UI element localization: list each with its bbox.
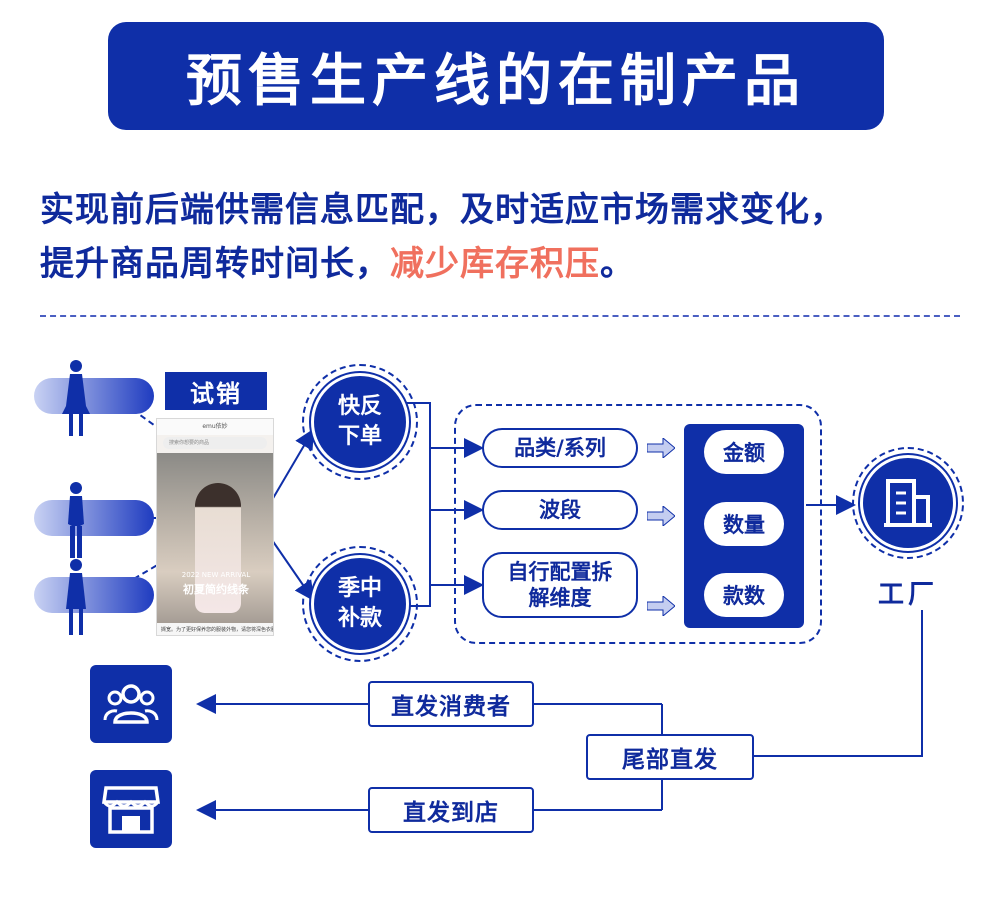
users-icon — [103, 684, 159, 724]
quick-response-label: 快反下单 — [337, 394, 382, 449]
factory-ring — [852, 447, 964, 559]
trial-label: 试销 — [165, 372, 267, 410]
metric-style-count: 款数 — [704, 573, 784, 617]
line-factory-tail — [752, 610, 923, 757]
dashed-divider — [40, 315, 960, 317]
quick-node-ring — [302, 364, 418, 480]
intro-line-1: 实现前后端供需信息匹配，及时适应市场需求变化， — [40, 190, 845, 230]
season-node-ring — [302, 546, 418, 662]
phone-search: 搜索你想要的商品 — [163, 437, 267, 449]
title-banner: 预售生产线的在制产品 — [108, 22, 884, 130]
product-photo: 2022 NEW ARRIVAL 初夏简约线条 — [157, 453, 273, 623]
block-arrow-icon — [647, 438, 675, 458]
store-destination — [90, 770, 172, 848]
direct-consumer-box: 直发消费者 — [368, 681, 534, 727]
phone-screenshot: emu依妙 搜索你想要的商品 2022 NEW ARRIVAL 初夏简约线条 撷… — [156, 418, 274, 636]
block-arrow-icon — [647, 506, 675, 526]
dashed-arrow-person-3 — [107, 537, 204, 595]
dimension-category: 品类/系列 — [482, 428, 638, 468]
consumer-silhouette-3 — [34, 559, 154, 635]
block-arrow-icon — [647, 596, 675, 616]
factory-node — [860, 455, 956, 551]
direct-store-box: 直发到店 — [368, 787, 534, 833]
bracket-nodes — [406, 402, 431, 607]
season-restock-label: 季中补款 — [337, 576, 382, 631]
intro-text: 实现前后端供需信息匹配，及时适应市场需求变化， 提升商品周转时间长，减少库存积压… — [40, 183, 980, 291]
phone-header: emu依妙 — [157, 419, 273, 435]
woman-silhouette-icon — [66, 559, 86, 635]
building-icon — [884, 479, 932, 527]
consumer-silhouette-2 — [34, 482, 154, 558]
intro-line-2: 提升商品周转时间长，减少库存积压。 — [40, 237, 980, 291]
dimension-wave: 波段 — [482, 490, 638, 530]
page-title: 预售生产线的在制产品 — [186, 48, 806, 114]
intro-highlight: 减少库存积压 — [390, 244, 600, 284]
storefront-icon — [102, 786, 160, 834]
intro-line-2-prefix: 提升商品周转时间长， — [40, 244, 390, 284]
consumer-silhouette-1 — [34, 360, 154, 436]
silhouette-pill — [34, 577, 154, 613]
phone-footer: 撷宽。为了更好保养您的服装外物，请您将深色衣服与浅色... — [157, 623, 273, 635]
banner-subtitle: 2022 NEW ARRIVAL — [181, 571, 251, 579]
season-restock-node: 季中补款 — [311, 555, 409, 653]
model-figure — [195, 483, 241, 613]
woman-silhouette-icon — [68, 482, 84, 558]
intro-line-2-suffix: 。 — [600, 244, 635, 284]
silhouette-pill — [34, 500, 154, 536]
silhouette-pill — [34, 378, 154, 414]
quick-response-node: 快反下单 — [311, 373, 409, 471]
dimension-group — [454, 404, 822, 644]
woman-silhouette-icon — [62, 360, 90, 436]
factory-label: 工厂 — [877, 580, 938, 610]
tail-direct-box: 尾部直发 — [586, 734, 754, 780]
banner-title: 初夏简约线条 — [183, 583, 249, 596]
metric-amount: 金额 — [704, 430, 784, 474]
dimension-custom: 自行配置拆解维度 — [482, 552, 638, 618]
consumer-destination — [90, 665, 172, 743]
metric-quantity: 数量 — [704, 502, 784, 546]
